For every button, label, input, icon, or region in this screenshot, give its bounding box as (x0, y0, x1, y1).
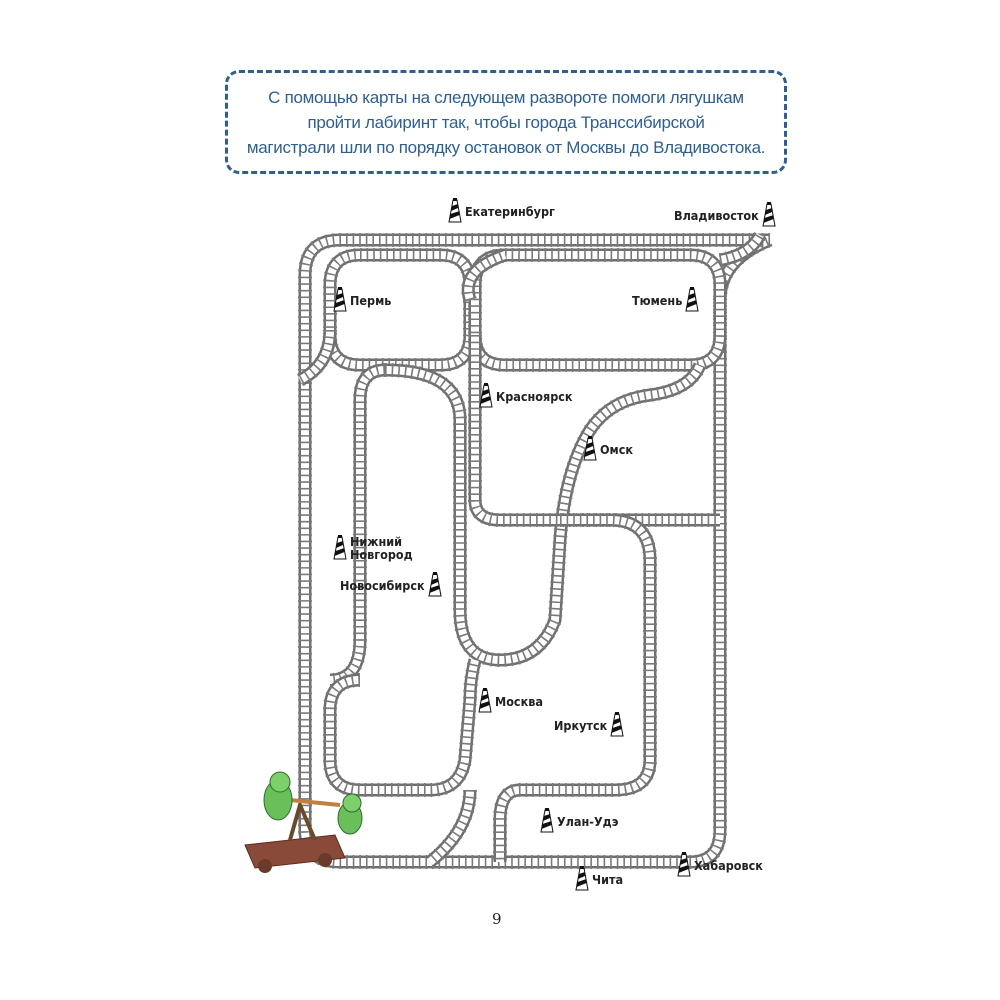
station-label: Новгород (350, 547, 413, 562)
instruction-line: пройти лабиринт так, чтобы города Трансс… (307, 112, 705, 132)
station-label: Тюмень (632, 292, 683, 308)
railway-track (323, 658, 482, 797)
railway-track (718, 231, 767, 267)
station-label: Хабаровск (694, 857, 763, 873)
station-ulan-ude: Улан-Удэ (540, 808, 618, 834)
station-label: Новосибирск (340, 577, 425, 593)
station-moskva: Москва (478, 688, 543, 714)
lighthouse-icon (677, 852, 691, 878)
station-vladivostok: Владивосток (674, 202, 776, 228)
lighthouse-icon (762, 202, 776, 228)
station-label: Нижний (350, 534, 403, 549)
railway-track (493, 513, 657, 862)
railway-track (468, 335, 720, 527)
lighthouse-icon (333, 535, 347, 561)
station-label: Владивосток (674, 207, 759, 223)
lighthouse-icon (479, 383, 493, 409)
station-krasnoyarsk: Красноярск (479, 383, 573, 409)
railway-track (461, 248, 508, 303)
station-chita: Чита (575, 866, 623, 892)
page-number: 9 (492, 910, 502, 928)
station-omsk: Омск (583, 436, 633, 462)
instruction-box: С помощью карты на следующем развороте п… (225, 70, 787, 174)
lighthouse-icon (583, 436, 597, 462)
station-khabarovsk: Хабаровск (677, 852, 763, 878)
lighthouse-icon (478, 688, 492, 714)
railway-track (384, 363, 704, 665)
lighthouse-icon (685, 287, 699, 313)
lighthouse-icon (333, 287, 347, 313)
station-label: Москва (495, 693, 543, 709)
station-irkutsk: Иркутск (554, 712, 624, 738)
frogs-handcar-illustration (244, 771, 363, 873)
lighthouse-icon (575, 866, 589, 892)
station-label: Иркутск (554, 717, 608, 733)
instruction-line: магистрали шли по порядку остановок от М… (246, 137, 766, 157)
station-label: Пермь (350, 292, 392, 308)
station-novosibirsk: Новосибирск (340, 572, 442, 598)
lighthouse-icon (610, 712, 624, 738)
station-label: Екатеринбург (465, 203, 555, 219)
instruction-line: С помощью карты на следующем развороте п… (268, 87, 744, 107)
station-label: Омск (600, 441, 634, 457)
railway-track (298, 233, 773, 869)
station-label: Улан-Удэ (557, 813, 619, 829)
lighthouse-icon (428, 572, 442, 598)
station-label: Чита (592, 871, 624, 887)
lighthouse-icon (448, 198, 462, 224)
station-perm: Пермь (333, 287, 391, 313)
station-ekaterinburg: Екатеринбург (448, 198, 555, 224)
railway-track (323, 248, 477, 372)
railway-track (425, 789, 477, 868)
lighthouse-icon (540, 808, 554, 834)
station-tyumen: Тюмень (632, 287, 699, 313)
station-label: Красноярск (496, 388, 573, 404)
railway-track (298, 329, 334, 384)
